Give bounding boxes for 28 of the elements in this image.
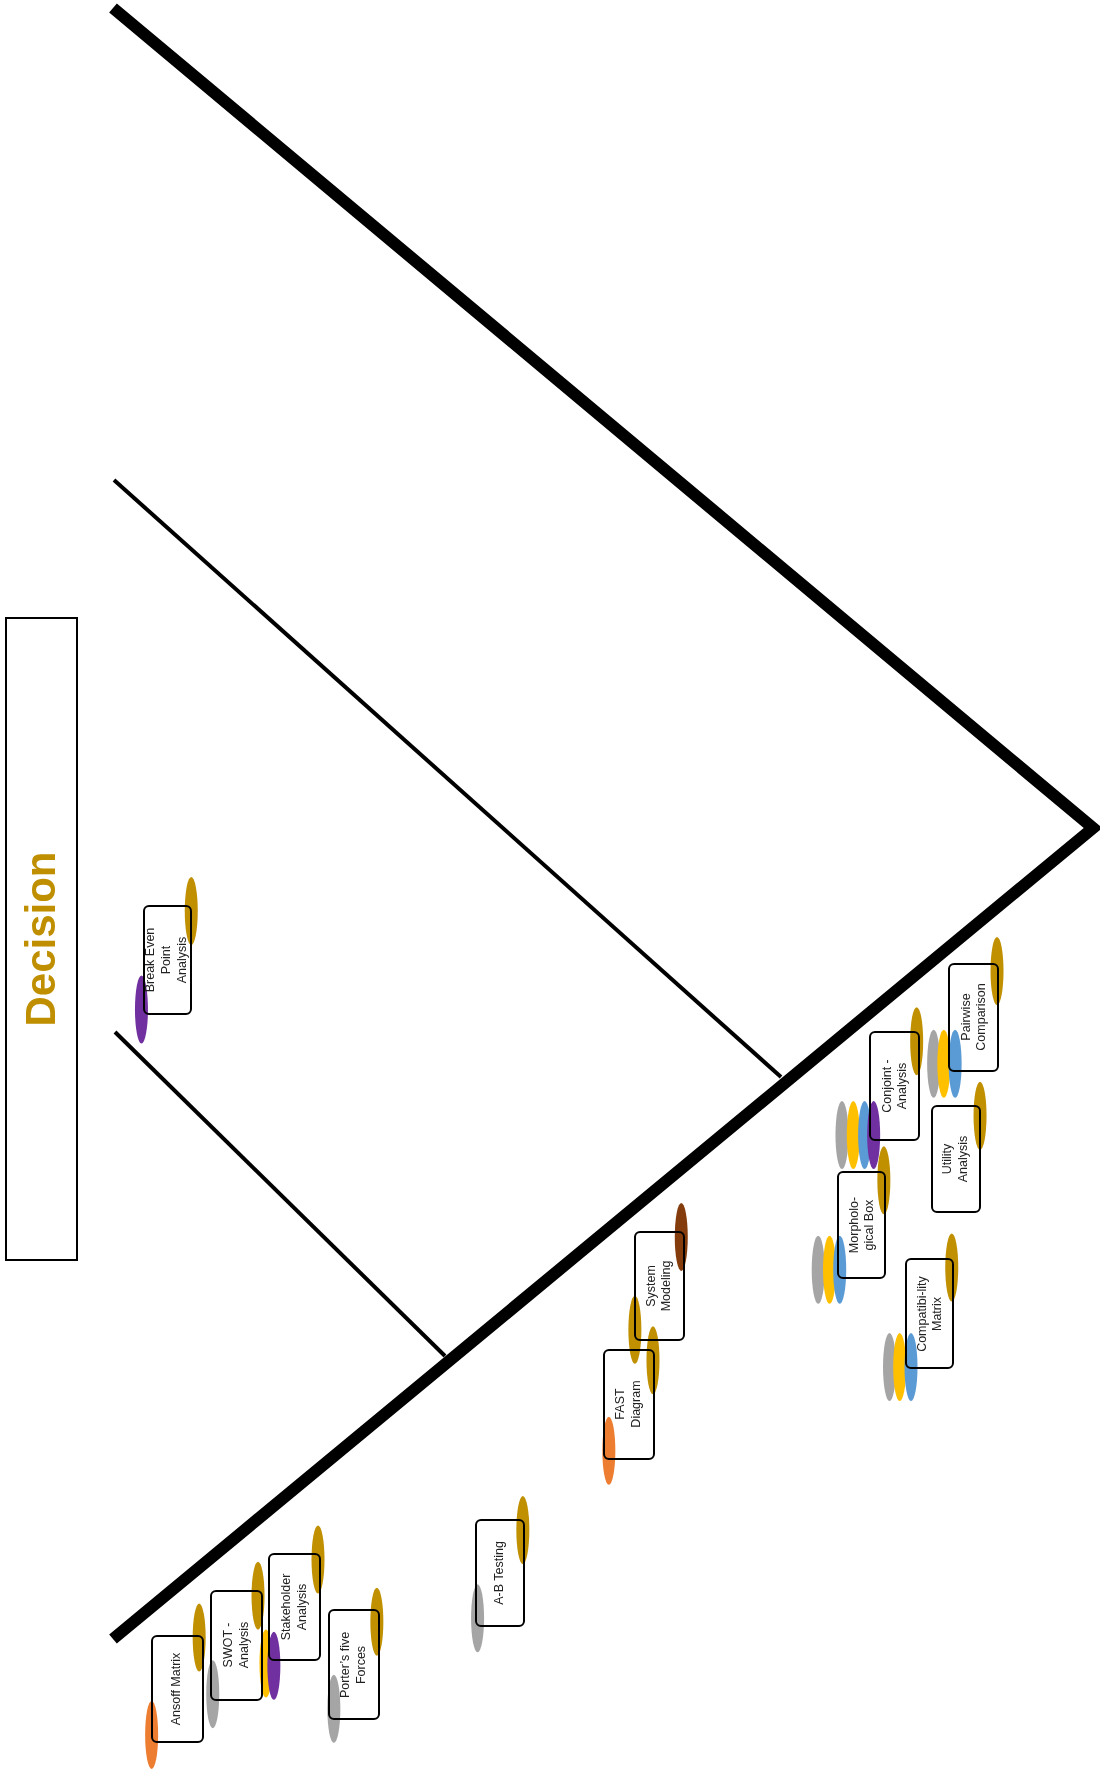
method-box (475, 1518, 526, 1628)
method-label: System Modeling (643, 1259, 675, 1314)
method-box (931, 1104, 982, 1214)
method-box (150, 1635, 204, 1743)
method-label: Stakeholder Analysis (279, 1572, 310, 1643)
method-box (633, 1231, 685, 1342)
method-box (905, 1258, 954, 1370)
method-label: FAST Diagram (613, 1379, 645, 1431)
decision-label: Decision (20, 851, 63, 1027)
method-box (603, 1348, 656, 1460)
method-label: Porter’s five Forces (338, 1630, 370, 1700)
method-label: Break Even Point Analysis (144, 926, 191, 995)
method-label: Morpholo-gical Box (846, 1195, 877, 1256)
method-label: SWOT - Analysis (220, 1621, 252, 1671)
method-label: Pairwise Comparison (958, 982, 989, 1054)
title-box (4, 616, 79, 1261)
method-label: Ansoff Matrix (169, 1652, 185, 1726)
method-box (837, 1171, 887, 1279)
method-box (142, 905, 193, 1016)
method-label: Utility Analysis (940, 1134, 972, 1185)
method-label: Conjoint - Analysis (878, 1058, 910, 1115)
method-label: A-B Testing (492, 1541, 508, 1605)
method-box (210, 1590, 263, 1701)
method-label: Compatibi-lity Matrix (914, 1275, 945, 1353)
method-box (268, 1552, 322, 1662)
method-box (328, 1609, 381, 1721)
method-box (869, 1030, 921, 1141)
method-box (948, 963, 1000, 1072)
